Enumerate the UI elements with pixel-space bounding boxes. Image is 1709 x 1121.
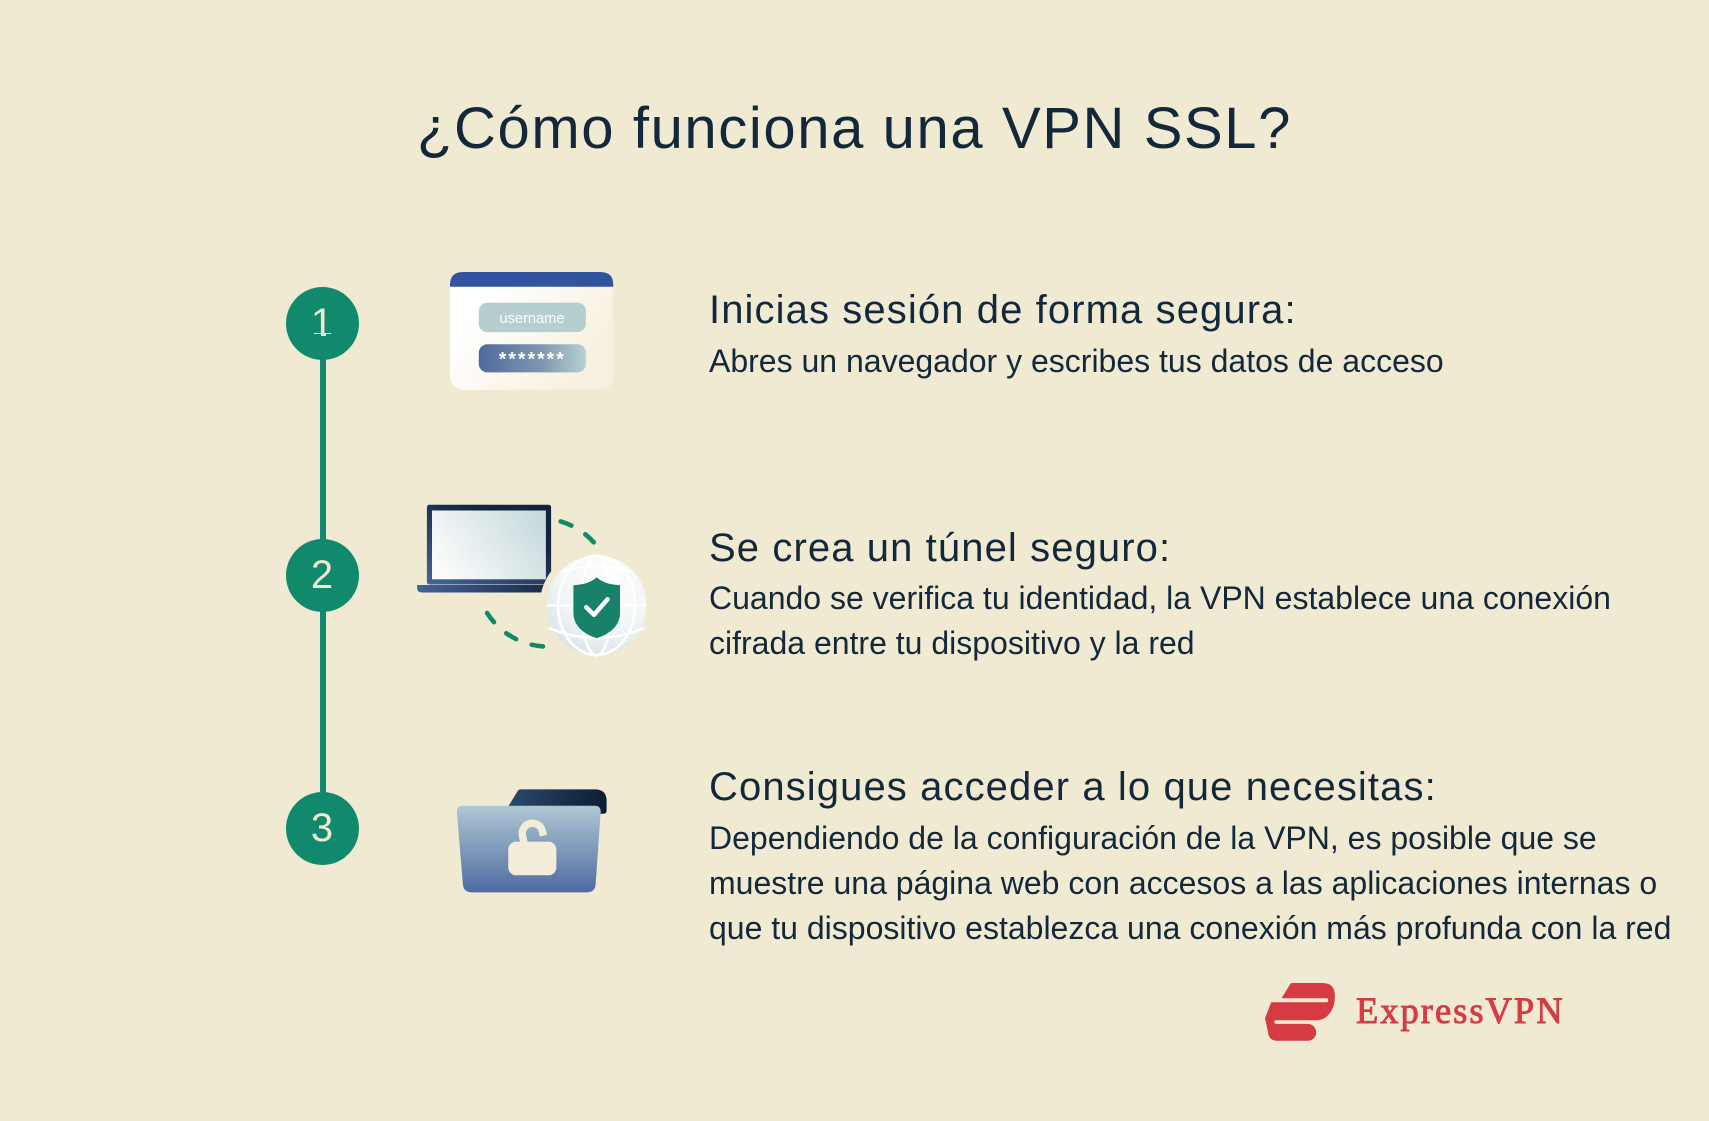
- svg-text:username: username: [500, 311, 565, 327]
- svg-text:*******: *******: [499, 350, 566, 371]
